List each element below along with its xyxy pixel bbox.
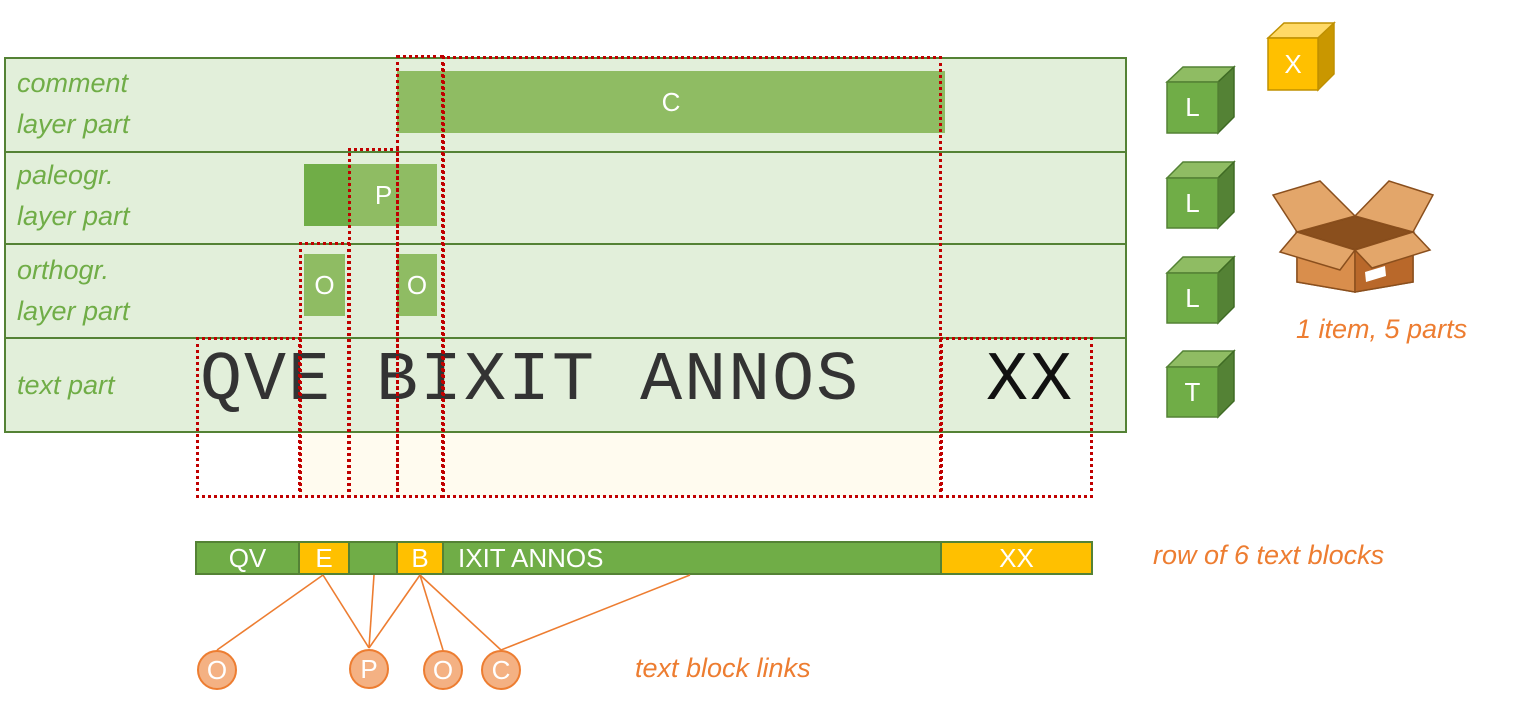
text-area-highlight xyxy=(299,433,940,496)
text-cube-label: T xyxy=(1184,376,1201,407)
link-line xyxy=(368,574,421,649)
block-outline-xx xyxy=(940,337,1093,498)
text-block-label: E xyxy=(315,542,333,573)
row-label-text: text part xyxy=(17,365,115,406)
link-label: P xyxy=(360,653,378,684)
link-circle-ortho-1: O xyxy=(197,650,237,690)
comment-fragment: C xyxy=(397,71,945,133)
text-cube-icon xyxy=(1165,349,1236,419)
row-label-paleo: paleogr. layer part xyxy=(17,155,130,237)
link-circle-paleo: P xyxy=(349,649,389,689)
paleo-fragment-dark xyxy=(304,164,350,226)
ortho-fragment-1: O xyxy=(304,254,345,316)
layer-cube-2-icon xyxy=(1165,160,1236,230)
layer-cube-2-label: L xyxy=(1185,187,1200,218)
link-label: O xyxy=(432,654,454,685)
layer-cube-1-label: L xyxy=(1185,92,1200,122)
row-label-line1: comment xyxy=(17,68,129,98)
text-block-xx: XX xyxy=(940,541,1093,575)
link-circle-ortho-2: O xyxy=(423,650,463,690)
item-caption: 1 item, 5 parts xyxy=(1296,314,1468,344)
layer-cube-1-icon xyxy=(1165,65,1236,135)
inscription-numeral: XX xyxy=(986,342,1075,421)
link-label: O xyxy=(206,654,228,685)
layer-cube-3-label: L xyxy=(1185,282,1200,313)
text-blocks-caption: row of 6 text blocks xyxy=(1153,540,1385,570)
text-block-qv: QV xyxy=(195,541,300,575)
fragment-label: O xyxy=(314,269,335,300)
fragment-label: C xyxy=(661,86,681,117)
link-label: C xyxy=(491,654,511,685)
row-label-ortho: orthogr. layer part xyxy=(17,250,130,332)
row-label-line1: paleogr. xyxy=(17,160,114,190)
text-block-label: IXIT ANNOS xyxy=(458,542,604,573)
row-label-line1: text part xyxy=(17,370,115,400)
block-outline-ixit-annos xyxy=(442,56,942,498)
ortho-fragment-2: O xyxy=(397,254,437,316)
text-block-space xyxy=(348,541,398,575)
link-line xyxy=(419,574,444,651)
link-line xyxy=(368,574,375,649)
text-block-label: B xyxy=(411,542,429,573)
fragment-label: O xyxy=(406,269,428,300)
fragment-label: P xyxy=(374,179,393,210)
text-block-label: QV xyxy=(228,542,267,573)
row-label-comment: comment layer part xyxy=(17,63,130,145)
text-block-ixit-annos: IXIT ANNOS xyxy=(442,541,942,575)
open-box-icon xyxy=(1271,180,1435,293)
link-line xyxy=(500,574,691,651)
text-block-label: XX xyxy=(999,542,1034,573)
row-label-line2: layer part xyxy=(17,201,130,231)
inscription-main: QVE BIXIT ANNOS xyxy=(200,342,861,421)
link-line xyxy=(216,574,324,651)
links-caption: text block links xyxy=(635,653,811,683)
row-label-line2: layer part xyxy=(17,109,130,139)
item-cube-label: X xyxy=(1284,48,1302,79)
row-label-line1: orthogr. xyxy=(17,255,110,285)
paleo-fragment: P xyxy=(350,164,437,226)
text-block-e: E xyxy=(298,541,350,575)
item-cube-icon xyxy=(1266,21,1336,92)
layer-cube-3-icon xyxy=(1165,255,1236,325)
row-label-line2: layer part xyxy=(17,296,130,326)
link-circle-comment: C xyxy=(481,650,521,690)
link-line xyxy=(322,574,370,649)
link-line xyxy=(419,574,502,651)
